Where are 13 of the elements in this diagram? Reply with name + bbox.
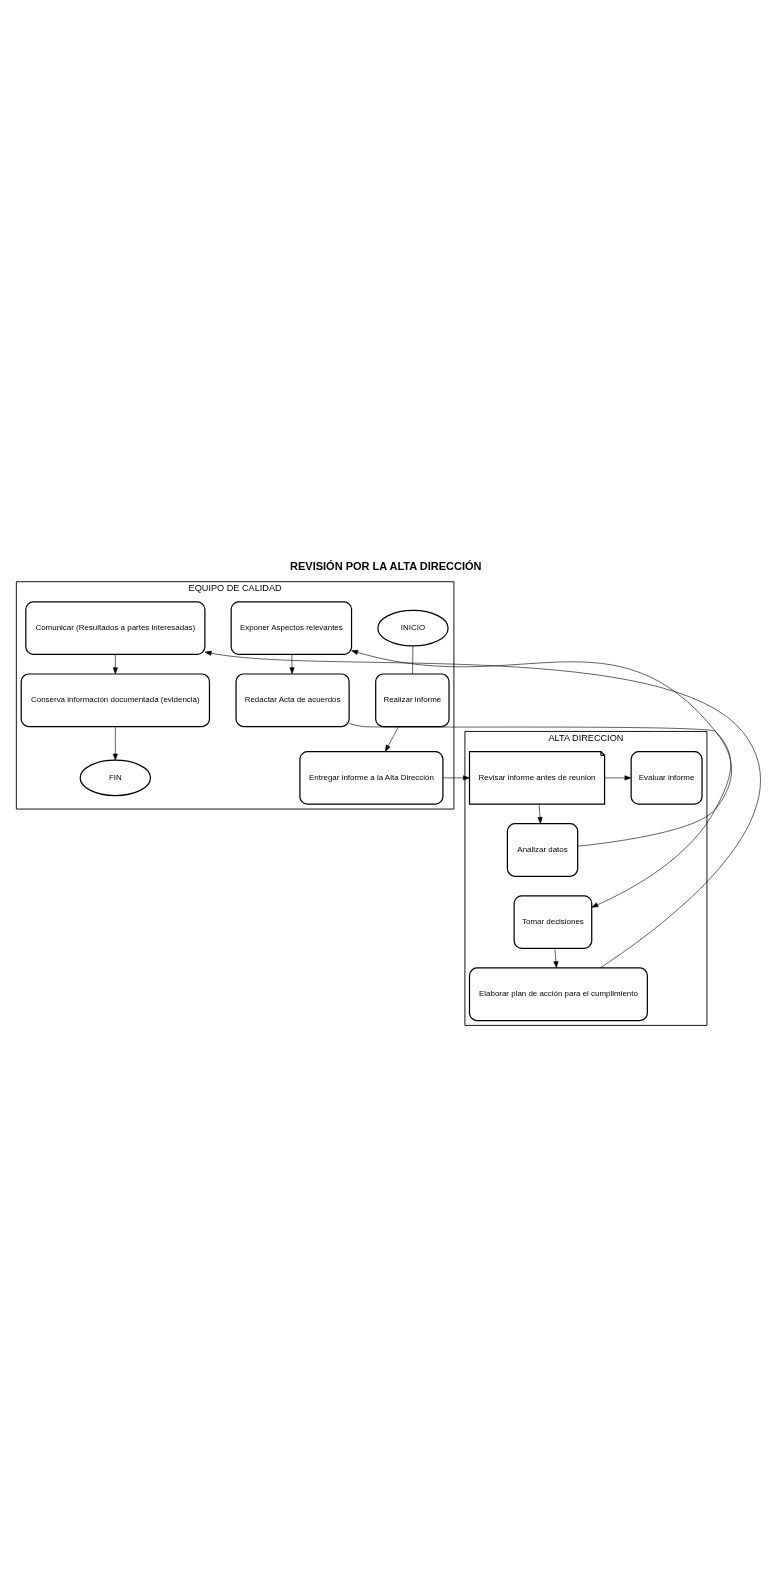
arrow [603,774,631,780]
arrow [348,722,731,908]
arrow [112,653,118,674]
arrow [384,725,399,752]
arrow [553,947,558,968]
arrow [350,649,732,847]
diagram-title: REVISIÓN POR LA ALTA DIRECCIÓN [289,559,482,572]
arrow [289,653,294,674]
arrow [537,803,542,824]
connector [411,645,413,674]
arrow [112,725,118,760]
arrow [442,774,470,780]
arrow [204,650,761,968]
